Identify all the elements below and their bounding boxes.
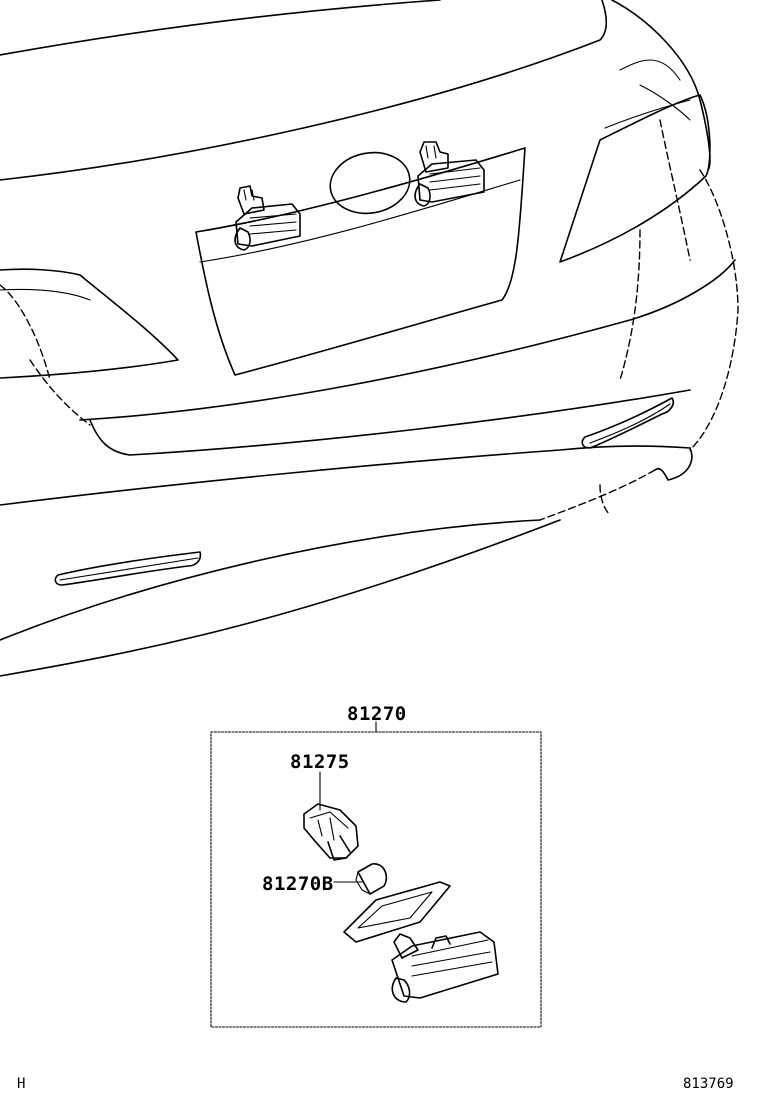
callout-bulb-number: 81270B [262, 873, 334, 895]
assembly-box [210, 721, 542, 1028]
footer-diagram-number: 813769 [683, 1076, 734, 1092]
footer-left-code: H [17, 1076, 26, 1092]
callout-assembly-number: 81270 [347, 703, 407, 725]
lamp-housing-part [391, 931, 499, 1003]
license-lamp-right [414, 141, 485, 207]
lens-gasket-part [343, 881, 451, 943]
bulb-part [333, 863, 388, 895]
license-lamp-left [234, 185, 301, 251]
callout-socket-number: 81275 [290, 751, 350, 773]
bulb-socket-part [303, 771, 359, 861]
car-body-outline [0, 0, 739, 677]
